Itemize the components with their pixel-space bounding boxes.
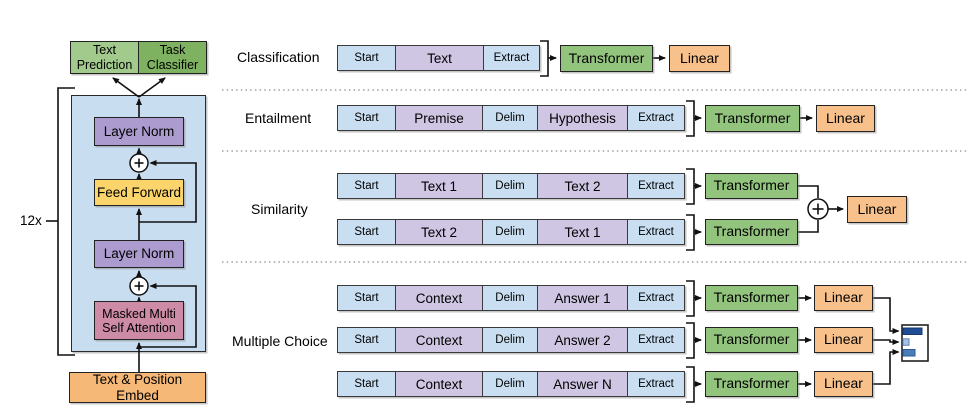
similarity-strip-2: Start Text 2 Delim Text 1 Extract (337, 219, 685, 245)
strip-cell-text1: Text 1 (538, 220, 628, 244)
strip-cell-extract: Extract (628, 372, 684, 396)
multiple-choice-linear-box-2: Linear (814, 327, 873, 353)
feed-forward-box: Feed Forward (94, 179, 184, 206)
strip-cell-premise: Premise (396, 106, 483, 130)
multiple-choice-linear-box-1: Linear (814, 285, 873, 311)
classification-transformer-box: Transformer (560, 45, 653, 72)
strip-cell-start: Start (338, 46, 396, 70)
task-label-classification: Classification (237, 49, 320, 65)
transformer-block-arrows (112, 77, 197, 372)
strip-cell-start: Start (338, 174, 396, 198)
multiple-choice-strip-2: Start Context Delim Answer 2 Extract (337, 327, 685, 353)
classification-strip: Start Text Extract (337, 45, 540, 71)
strip-cell-context: Context (396, 286, 483, 310)
multiple-choice-strip-3: Start Context Delim Answer N Extract (337, 371, 685, 397)
classification-connectors (540, 40, 666, 77)
strip-cell-context: Context (396, 372, 483, 396)
strip-cell-extract: Extract (628, 106, 684, 130)
strip-cell-answer1: Answer 1 (538, 286, 628, 310)
entailment-strip: Start Premise Delim Hypothesis Extract (337, 105, 685, 131)
strip-cell-text: Text (396, 46, 484, 70)
strip-cell-answer2: Answer 2 (538, 328, 628, 352)
similarity-transformer-box-2: Transformer (705, 219, 798, 245)
entailment-linear-box: Linear (816, 105, 875, 132)
repeat-count-label: 12x (20, 213, 42, 228)
answer-scores-chart-icon (901, 324, 929, 362)
text-prediction-box: Text Prediction (71, 42, 138, 73)
task-label-similarity: Similarity (251, 201, 308, 217)
multiple-choice-linear-box-3: Linear (814, 371, 873, 397)
strip-cell-delim: Delim (483, 220, 538, 244)
entailment-transformer-box: Transformer (705, 105, 800, 132)
strip-cell-delim: Delim (483, 106, 538, 130)
multiple-choice-transformer-box-1: Transformer (705, 285, 798, 311)
task-label-multiple-choice: Multiple Choice (232, 333, 328, 349)
strip-cell-extract: Extract (628, 220, 684, 244)
strip-cell-text2: Text 2 (538, 174, 628, 198)
multiple-choice-strip-1: Start Context Delim Answer 1 Extract (337, 285, 685, 311)
strip-cell-extract: Extract (484, 46, 539, 70)
embed-box: Text & Position Embed (69, 372, 206, 403)
multiple-choice-transformer-box-2: Transformer (705, 327, 798, 353)
strip-cell-start: Start (338, 328, 396, 352)
strip-cell-start: Start (338, 106, 396, 130)
strip-cell-extract: Extract (628, 286, 684, 310)
strip-cell-start: Start (338, 372, 396, 396)
strip-cell-delim: Delim (483, 174, 538, 198)
classification-linear-box: Linear (669, 45, 730, 72)
layer-norm-bottom-box: Layer Norm (94, 240, 184, 268)
strip-cell-text2: Text 2 (396, 220, 483, 244)
section-separators (222, 89, 967, 263)
layer-norm-top-box: Layer Norm (94, 117, 184, 146)
strip-cell-text1: Text 1 (396, 174, 483, 198)
strip-cell-delim: Delim (483, 372, 538, 396)
strip-cell-extract: Extract (628, 328, 684, 352)
repeat-bracket (46, 87, 75, 356)
similarity-linear-box: Linear (847, 196, 907, 223)
strip-cell-start: Start (338, 286, 396, 310)
strip-cell-delim: Delim (483, 328, 538, 352)
similarity-transformer-box-1: Transformer (705, 173, 798, 199)
task-classifier-box: Task Classifier (138, 42, 206, 73)
multiple-choice-transformer-box-3: Transformer (705, 371, 798, 397)
strip-cell-answerN: Answer N (538, 372, 628, 396)
masked-attention-box: Masked Multi Self Attention (94, 301, 184, 340)
strip-cell-extract: Extract (628, 174, 684, 198)
similarity-add-icon (807, 198, 829, 220)
entailment-connectors (686, 100, 813, 137)
output-heads: Text Prediction Task Classifier (70, 41, 207, 74)
strip-cell-delim: Delim (483, 286, 538, 310)
multiple-choice-connectors (686, 280, 900, 403)
strip-cell-hypothesis: Hypothesis (538, 106, 628, 130)
residual-add-icon (129, 153, 149, 296)
task-label-entailment: Entailment (245, 110, 312, 126)
strip-cell-context: Context (396, 328, 483, 352)
similarity-connectors (686, 168, 844, 251)
strip-cell-start: Start (338, 220, 396, 244)
similarity-strip-1: Start Text 1 Delim Text 2 Extract (337, 173, 685, 199)
